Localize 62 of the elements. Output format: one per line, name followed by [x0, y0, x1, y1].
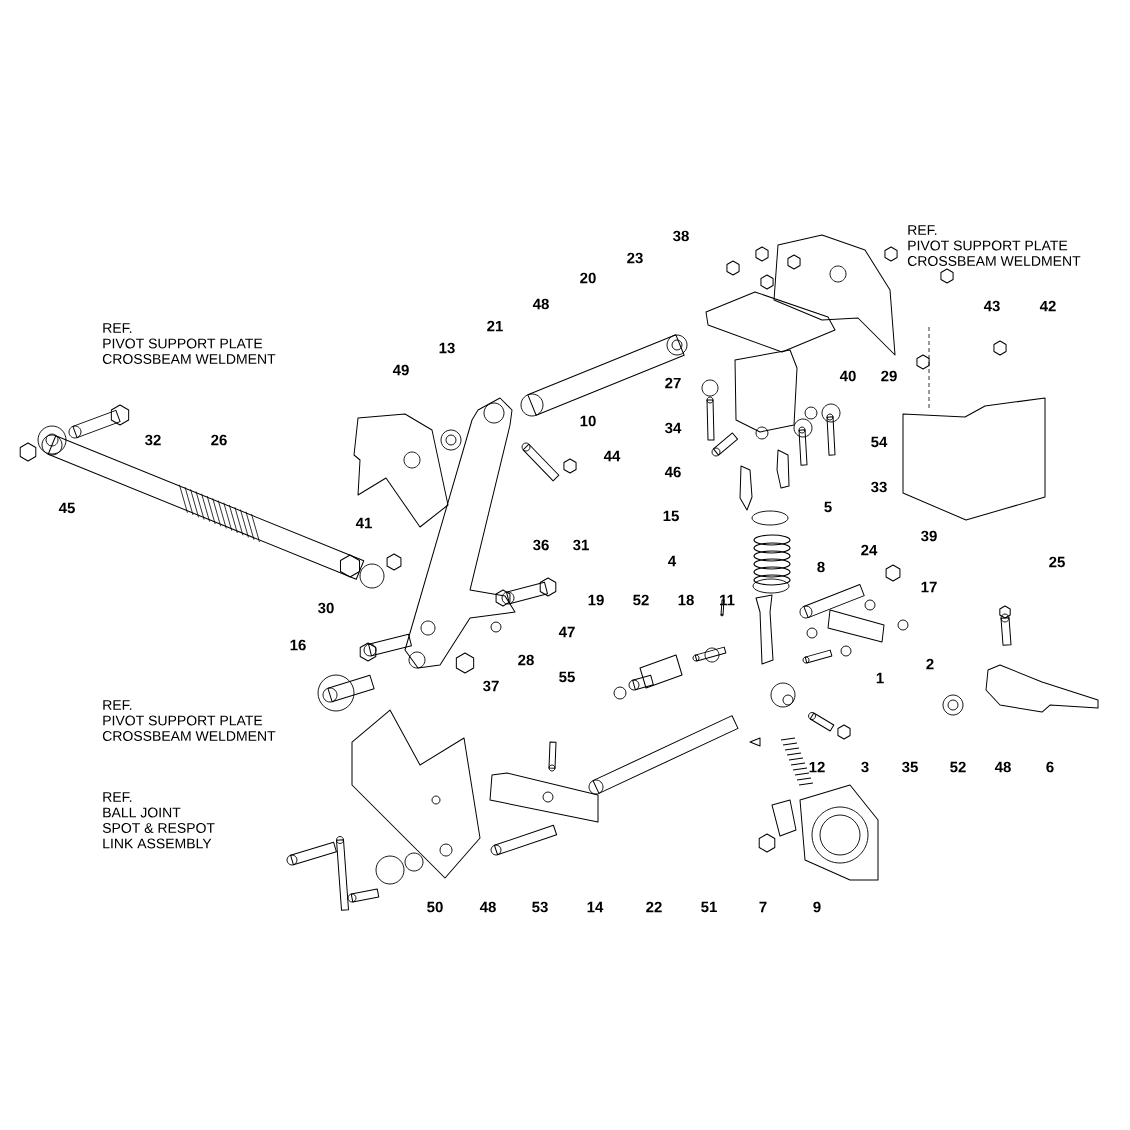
callout-number: 10: [580, 415, 596, 427]
callout-number: 52: [633, 594, 649, 606]
callout-number: 44: [603, 450, 621, 462]
callout-number: 34: [665, 422, 682, 434]
callout-number: 40: [839, 370, 856, 382]
callout-number: 37: [483, 680, 499, 692]
callout-number: 48: [532, 298, 549, 310]
callout-number: 16: [290, 639, 306, 651]
callout-number: 11: [720, 594, 735, 606]
callout-number: 48: [479, 901, 496, 913]
reference-note: REF. PIVOT SUPPORT PLATE CROSSBEAM WELDMENT: [907, 225, 1081, 266]
callout-number: 39: [921, 530, 937, 542]
callout-number: 15: [663, 510, 679, 522]
callout-number: 4: [668, 555, 677, 567]
callout-number: 53: [532, 901, 548, 913]
callout-number: 26: [211, 434, 227, 446]
callout-number: 30: [318, 602, 334, 614]
callout-number: 8: [817, 561, 825, 573]
callout-number: 17: [921, 581, 937, 593]
callout-number: 48: [994, 761, 1011, 773]
callout-number: 1: [876, 672, 884, 684]
callout-number: 46: [664, 466, 681, 478]
callout-number: 38: [673, 230, 689, 242]
callout-number: 23: [627, 252, 643, 264]
callout-number: 29: [881, 370, 897, 382]
callout-number: 2: [926, 658, 934, 670]
callout-number: 54: [871, 436, 888, 448]
callout-number: 42: [1039, 300, 1056, 312]
reference-note: REF. PIVOT SUPPORT PLATE CROSSBEAM WELDMENT: [102, 323, 276, 364]
callout-number: 45: [58, 502, 75, 514]
reference-note: REF. PIVOT SUPPORT PLATE CROSSBEAM WELDMENT: [102, 700, 276, 741]
callout-number: 12: [809, 761, 825, 773]
reference-note: REF. BALL JOINT SPOT & RESPOT LINK ASSEMBLY: [102, 792, 215, 849]
callout-number: 47: [558, 626, 575, 638]
callout-number: 14: [587, 901, 604, 913]
callout-number: 22: [646, 901, 662, 913]
callout-number: 32: [145, 434, 161, 446]
callout-number: 33: [871, 481, 887, 493]
callout-number: 28: [518, 654, 534, 666]
callout-number: 18: [678, 594, 694, 606]
callout-number: 35: [902, 761, 918, 773]
callout-number: 41: [355, 517, 372, 529]
callout-number: 6: [1046, 761, 1054, 773]
callout-number: 51: [701, 901, 717, 913]
callout-number: 50: [427, 901, 443, 913]
callout-number: 24: [861, 544, 878, 556]
callout-number: 25: [1049, 556, 1065, 568]
callout-number: 31: [573, 539, 589, 551]
callout-number: 7: [759, 901, 767, 913]
callout-number: 19: [588, 594, 604, 606]
callout-number: 52: [950, 761, 966, 773]
callout-number: 9: [813, 901, 821, 913]
callout-number: 49: [392, 364, 409, 376]
callout-number: 36: [533, 539, 549, 551]
callout-number: 55: [559, 671, 575, 683]
callout-number: 43: [983, 300, 1000, 312]
callout-number: 13: [439, 342, 455, 354]
callout-number: 5: [824, 501, 832, 513]
callout-number: 21: [487, 320, 503, 332]
callout-number: 20: [580, 272, 596, 284]
callout-number: 27: [665, 377, 681, 389]
callout-number: 3: [861, 761, 869, 773]
